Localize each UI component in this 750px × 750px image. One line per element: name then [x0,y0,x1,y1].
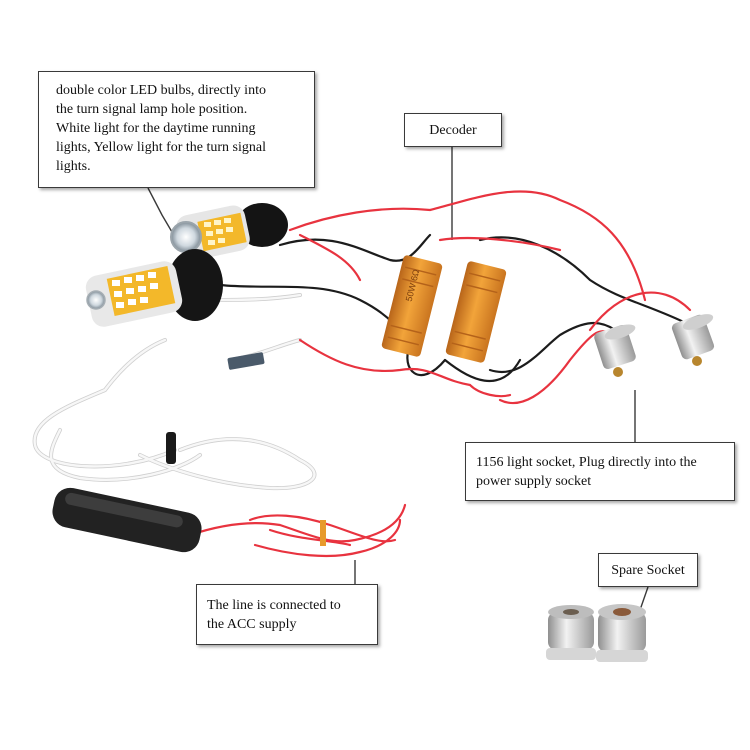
led-bulb-upper [170,203,288,261]
decoder-resistor-right [445,261,507,363]
callout-spare-socket: Spare Socket [598,553,698,587]
socket-1156-right [671,314,715,366]
callout-decoder: Decoder [404,113,502,147]
wiring-harness [32,190,692,558]
led-bulb-lower [85,249,223,327]
callout-led-bulbs: double color LED bulbs, directly into th… [38,71,315,188]
socket-1156-left [594,324,636,377]
callout-acc-line: The line is connected to the ACC supply [196,584,378,645]
callout-light-socket: 1156 light socket, Plug directly into th… [465,442,735,501]
spare-socket-right [596,604,648,662]
acc-fuse-holder [52,487,326,553]
spare-socket-left [546,605,596,660]
decoder-resistor-left: 50W 6Ω [381,255,443,357]
cable-ties [166,352,265,464]
